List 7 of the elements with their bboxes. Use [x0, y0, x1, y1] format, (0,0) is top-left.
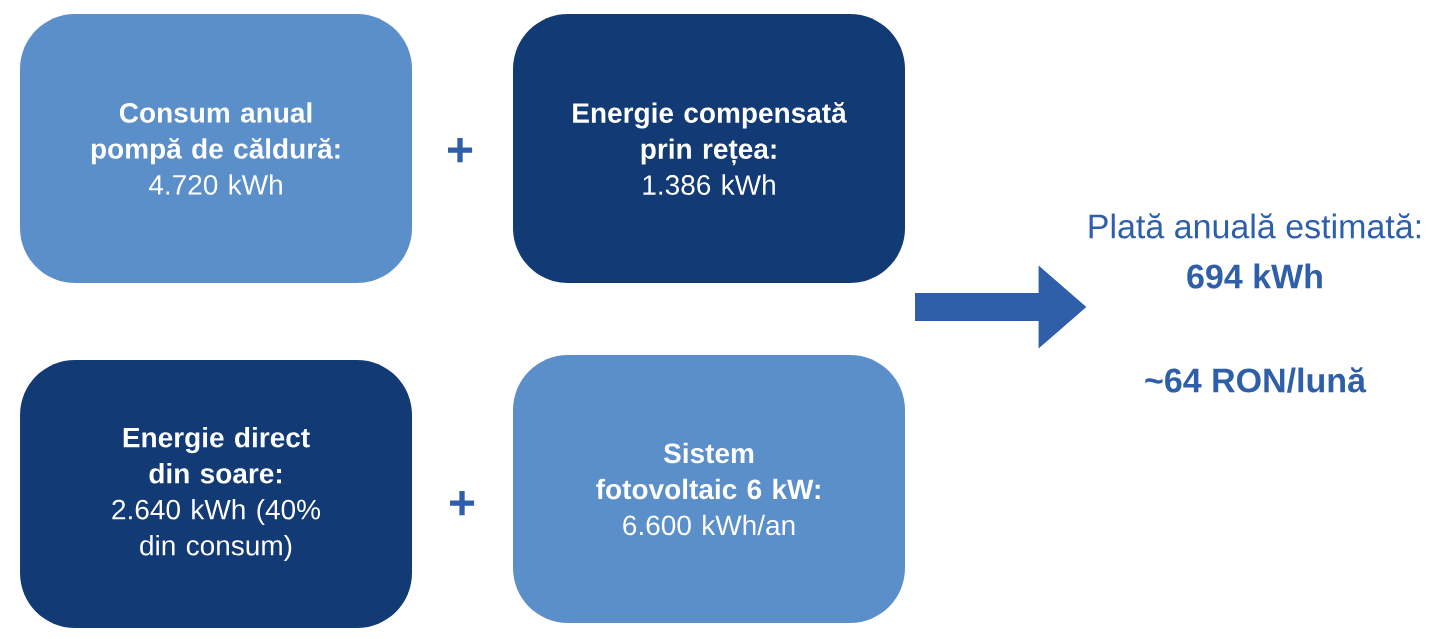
result-text: Plată anuală estimată: 694 kWh ~64 RON/lună	[1089, 213, 1421, 393]
energy-box: Energie direct din soare: 2.640 kWh (40% din consum)	[20, 360, 412, 628]
plus-sign: +	[450, 490, 475, 516]
energy-box: Consum anual pompă de căldură: 4.720 kWh	[20, 14, 412, 283]
plus-sign: +	[448, 137, 473, 163]
energy-box: Sistem fotovoltaic 6 kW: 6.600 kWh/an	[513, 355, 905, 623]
energy-box: Energie compensată prin rețea: 1.386 kWh	[513, 14, 905, 283]
